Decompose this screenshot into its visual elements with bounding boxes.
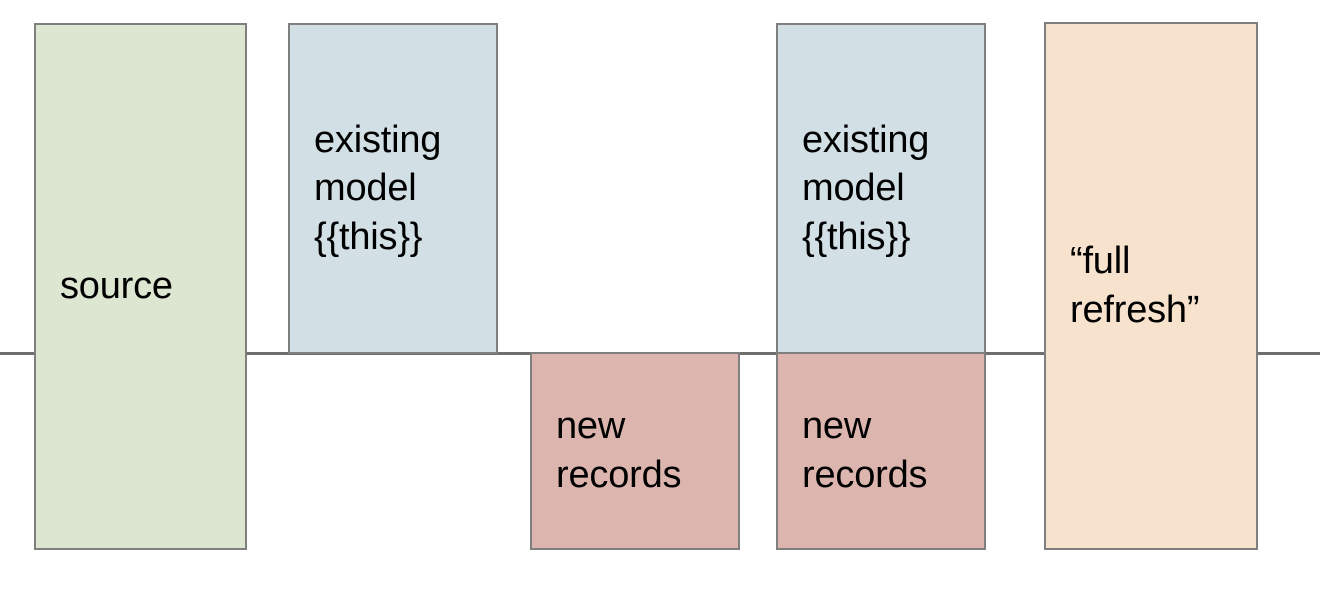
box-new-records-right-label: new records [802,405,928,496]
box-new-records-left[interactable]: new records [530,352,740,550]
box-full-refresh[interactable]: “full refresh” [1044,22,1258,550]
box-full-refresh-label: “full refresh” [1070,240,1200,331]
box-existing-model-right[interactable]: existing model {{this}} [776,23,986,354]
box-source-label: source [60,265,173,308]
box-source[interactable]: source [34,23,247,550]
box-existing-model-right-label: existing model {{this}} [802,118,930,258]
box-new-records-left-label: new records [556,405,682,496]
box-existing-model-left-label: existing model {{this}} [314,118,442,258]
box-existing-model-left[interactable]: existing model {{this}} [288,23,498,354]
box-new-records-right[interactable]: new records [776,352,986,550]
